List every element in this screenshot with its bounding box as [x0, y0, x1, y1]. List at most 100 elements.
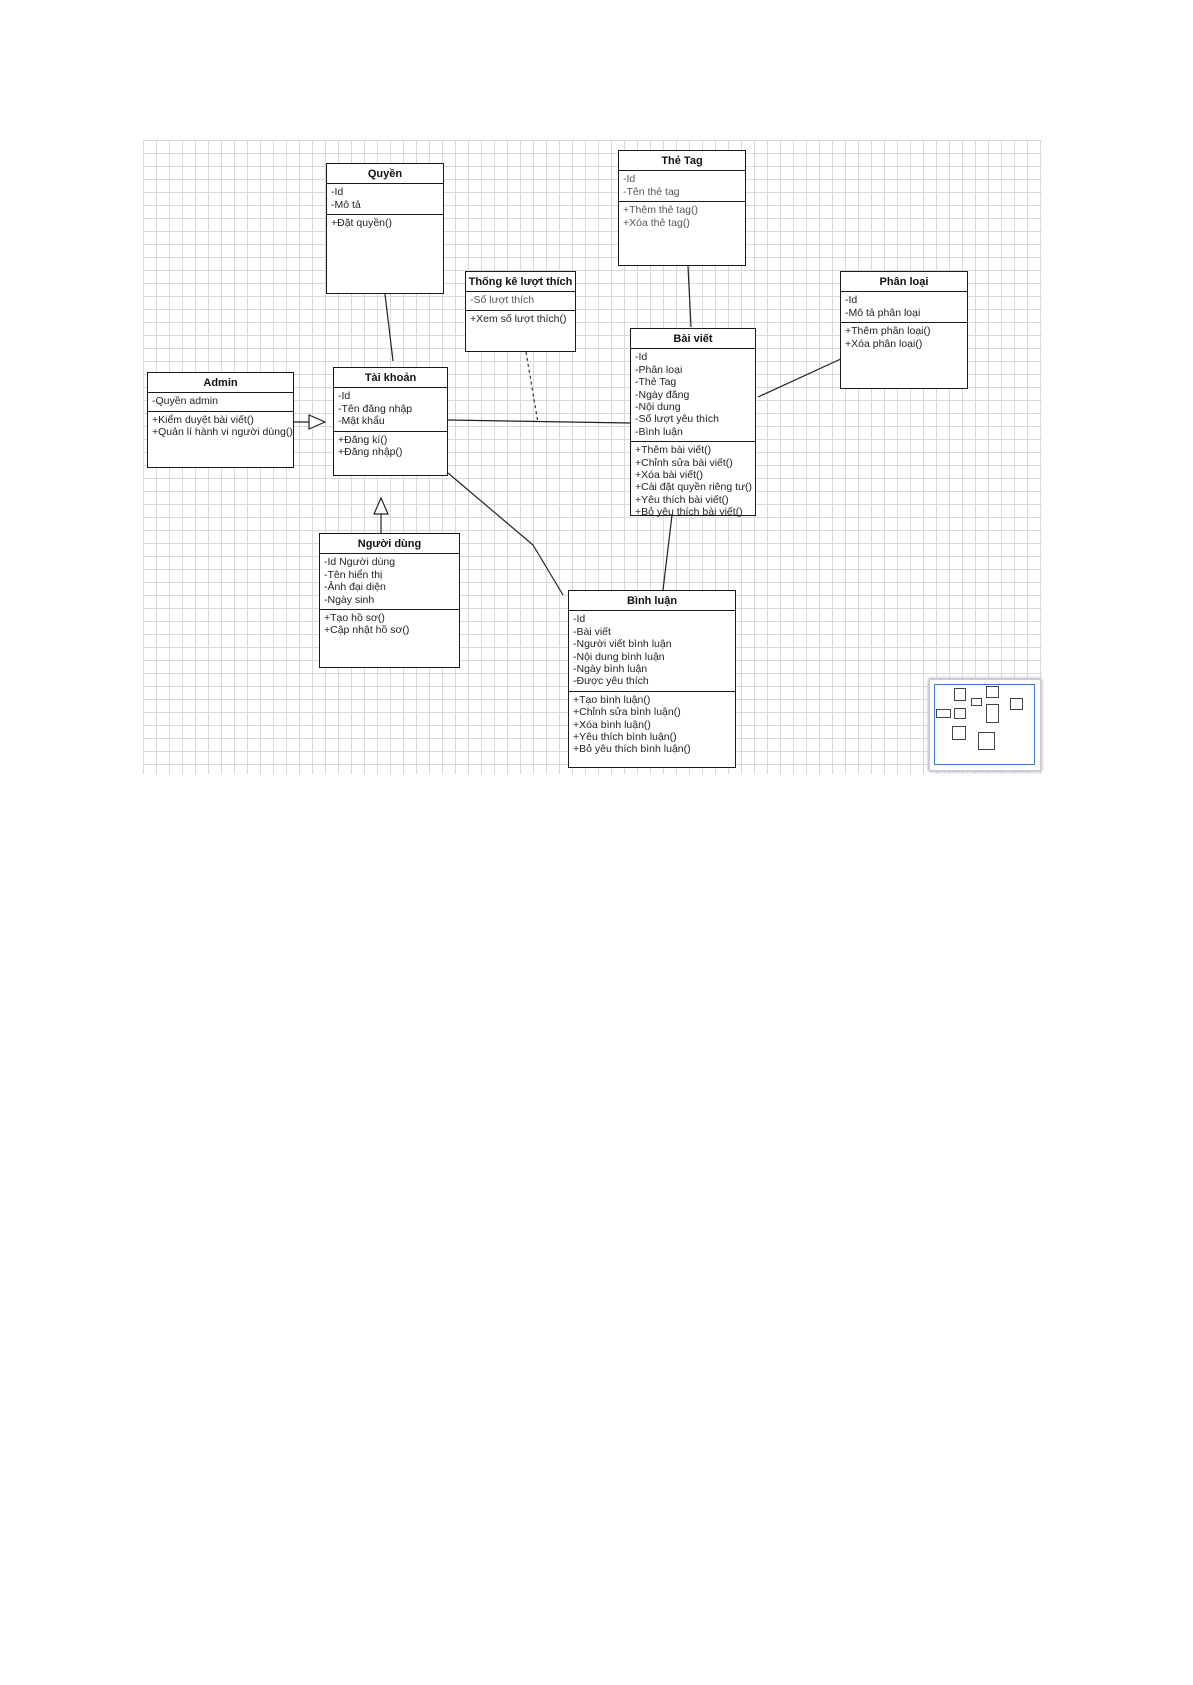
- operation: +Cập nhật hồ sơ(): [324, 624, 410, 637]
- class-bai-viet[interactable]: Bài viết -Id -Phân loại -Thẻ Tag -Ngày đ…: [630, 328, 756, 518]
- operation: +Thêm phân loại(): [845, 325, 931, 338]
- operation: +Quản lí hành vi người dùng(): [152, 426, 293, 439]
- class-operations: +Thêm thẻ tag() +Xóa thẻ tag(): [619, 202, 745, 265]
- attribute: -Id Người dùng: [324, 556, 396, 569]
- attribute: -Bài viết: [573, 625, 611, 638]
- attribute: -Ngày sinh: [324, 593, 375, 606]
- attribute: -Ảnh đại diện: [324, 581, 386, 594]
- attribute: -Id: [845, 294, 858, 307]
- class-title: Admin: [148, 373, 293, 394]
- link-quyen-taikhoan: [384, 293, 394, 362]
- operation: +Chỉnh sửa bài viết(): [635, 456, 733, 469]
- class-title: Bài viết: [631, 329, 755, 350]
- operation: +Thêm bài viết(): [635, 444, 712, 457]
- operation: +Xóa bình luận(): [573, 718, 651, 731]
- minimap-box: [986, 686, 999, 698]
- attribute: -Được yêu thích: [573, 675, 649, 688]
- class-the-tag[interactable]: Thẻ Tag -Id -Tên thẻ tag +Thêm thẻ tag()…: [618, 150, 746, 266]
- operation: +Yêu thích bình luận(): [573, 731, 677, 744]
- attribute: -Tên thẻ tag: [623, 185, 680, 198]
- class-attributes: -Id -Tên thẻ tag: [619, 171, 745, 203]
- link-phanloai-baiviet: [757, 357, 844, 398]
- operation: +Xóa bài viết(): [635, 469, 703, 482]
- class-title: Quyền: [327, 164, 443, 185]
- operation: +Xem số lượt thích(): [470, 312, 567, 325]
- minimap-navigator[interactable]: [928, 678, 1042, 772]
- minimap-box: [971, 698, 982, 706]
- class-title: Bình luận: [569, 591, 735, 612]
- class-thong-ke-luot-thich[interactable]: Thống kê lượt thích -Số lượt thích +Xem …: [465, 271, 576, 352]
- minimap-box: [936, 709, 951, 718]
- link-taikhoan-baiviet: [447, 419, 631, 424]
- link-taikhoan-binhluan: [447, 472, 564, 596]
- class-operations: +Đăng kí() +Đăng nhập(): [334, 432, 447, 475]
- class-binh-luan[interactable]: Bình luận -Id -Bài viết -Người viết bình…: [568, 590, 736, 768]
- attribute: -Ngày đăng: [635, 388, 690, 401]
- class-title: Thẻ Tag: [619, 151, 745, 172]
- attribute: -Mô tả: [331, 198, 361, 211]
- attribute: -Mô tả phân loại: [845, 306, 921, 319]
- class-operations: +Xem số lượt thích(): [466, 311, 575, 351]
- class-operations: +Thêm phân loại() +Xóa phân loại(): [841, 323, 967, 388]
- class-attributes: -Id Người dùng -Tên hiển thị -Ảnh đại di…: [320, 554, 459, 611]
- class-operations: +Đặt quyền(): [327, 215, 443, 293]
- generalization-arrow-nguoidung: [373, 496, 389, 515]
- attribute: -Ngày bình luận: [573, 663, 648, 676]
- attribute: -Mật khẩu: [338, 415, 385, 428]
- attribute: -Bình luận: [635, 425, 683, 438]
- minimap-box: [954, 708, 966, 719]
- operation: +Tạo hồ sơ(): [324, 612, 385, 625]
- generalization-arrow-admin: [308, 414, 327, 430]
- operation: +Đặt quyền(): [331, 217, 392, 230]
- class-operations: +Kiểm duyệt bài viết() +Quản lí hành vi …: [148, 412, 293, 467]
- operation: +Đăng kí(): [338, 433, 388, 446]
- attribute: -Phân loại: [635, 363, 683, 376]
- minimap-box: [1010, 698, 1023, 710]
- operation: +Tạo bình luận(): [573, 693, 651, 706]
- class-operations: +Thêm bài viết() +Chỉnh sửa bài viết() +…: [631, 442, 755, 520]
- minimap-box: [978, 732, 995, 750]
- link-baiviet-binhluan: [662, 514, 673, 591]
- attribute: -Người viết bình luận: [573, 638, 672, 651]
- operation: +Xóa phân loại(): [845, 337, 923, 350]
- class-title: Tài khoản: [334, 368, 447, 389]
- attribute: -Id: [635, 351, 648, 364]
- class-title: Người dùng: [320, 534, 459, 555]
- operation: +Bỏ yêu thích bài viết(): [635, 506, 743, 519]
- attribute: -Id: [331, 186, 344, 199]
- operation: +Cài đặt quyền riêng tư(): [635, 481, 753, 494]
- attribute: -Quyền admin: [152, 395, 218, 408]
- class-title: Thống kê lượt thích: [466, 272, 575, 293]
- class-nguoi-dung[interactable]: Người dùng -Id Người dùng -Tên hiển thị …: [319, 533, 460, 668]
- attribute: -Số lượt thích: [470, 294, 535, 307]
- operation: +Chỉnh sửa bình luận(): [573, 706, 681, 719]
- class-attributes: -Id -Mô tả phân loại: [841, 292, 967, 324]
- class-title: Phân loại: [841, 272, 967, 293]
- class-operations: +Tạo hồ sơ() +Cập nhật hồ sơ(): [320, 610, 459, 667]
- attribute: -Nội dung bình luận: [573, 650, 665, 663]
- class-tai-khoan[interactable]: Tài khoản -Id -Tên đăng nhập -Mật khẩu +…: [333, 367, 448, 476]
- link-thongke-dashed: [525, 351, 539, 424]
- attribute: -Tên đăng nhập: [338, 402, 413, 415]
- class-admin[interactable]: Admin -Quyền admin +Kiểm duyệt bài viết(…: [147, 372, 294, 468]
- attribute: -Thẻ Tag: [635, 376, 677, 389]
- class-phan-loai[interactable]: Phân loại -Id -Mô tả phân loại +Thêm phâ…: [840, 271, 968, 389]
- class-attributes: -Id -Bài viết -Người viết bình luận -Nội…: [569, 611, 735, 692]
- class-operations: +Tạo bình luận() +Chỉnh sửa bình luận() …: [569, 692, 735, 767]
- link-thetag-baiviet: [687, 265, 692, 328]
- operation: +Kiểm duyệt bài viết(): [152, 413, 254, 426]
- attribute: -Tên hiển thị: [324, 568, 383, 581]
- operation: +Xóa thẻ tag(): [623, 216, 690, 229]
- minimap-viewport-frame[interactable]: [934, 684, 1035, 765]
- operation: +Bỏ yêu thích bình luận(): [573, 743, 691, 756]
- minimap-box: [954, 688, 966, 701]
- class-attributes: -Id -Phân loại -Thẻ Tag -Ngày đăng -Nội …: [631, 349, 755, 443]
- operation: +Thêm thẻ tag(): [623, 204, 698, 217]
- class-quyen[interactable]: Quyền -Id -Mô tả +Đặt quyền(): [326, 163, 444, 294]
- attribute: -Id: [573, 613, 586, 626]
- minimap-box: [952, 726, 966, 740]
- diagram-canvas[interactable]: Quyền -Id -Mô tả +Đặt quyền() Thẻ Tag -I…: [143, 140, 1042, 774]
- attribute: -Id: [623, 173, 636, 186]
- class-attributes: -Id -Tên đăng nhập -Mật khẩu: [334, 388, 447, 432]
- class-attributes: -Số lượt thích: [466, 292, 575, 311]
